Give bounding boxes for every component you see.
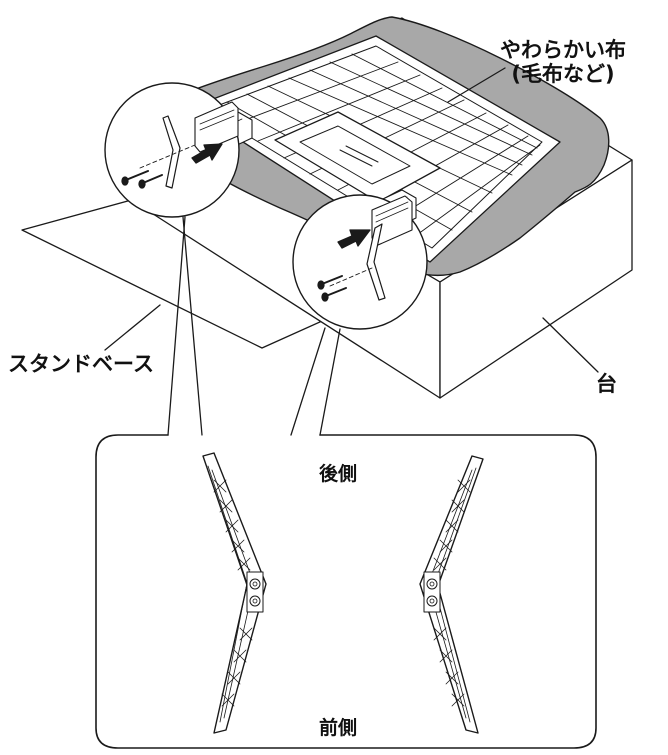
right-insert-arrow — [337, 229, 371, 249]
left-screw-1 — [121, 170, 149, 186]
table-leader — [542, 317, 599, 373]
front-side-label: 前側 — [318, 717, 357, 739]
table-label: 台 — [596, 372, 617, 396]
cloth-label-line2: (毛布など) — [511, 62, 615, 86]
right-circle-stand — [366, 223, 386, 301]
detail-box — [95, 434, 597, 749]
rear-side-label: 後側 — [318, 463, 357, 485]
magnify-connectors — [167, 216, 341, 436]
stand-base-leader — [104, 304, 161, 351]
left-stand-base-large — [202, 452, 267, 734]
tv-center-inset — [299, 125, 411, 185]
right-circle-mount — [371, 195, 413, 246]
right-stand-base-large — [419, 455, 484, 734]
left-detail-circle — [104, 82, 240, 218]
left-circle-stand — [162, 115, 181, 189]
stand-base-label: スタンドベース — [8, 352, 154, 376]
left-insert-arrow — [191, 143, 223, 164]
right-screw-2 — [321, 287, 347, 302]
cloth-leader — [447, 67, 506, 103]
left-circle-mount — [194, 101, 239, 153]
table-side-face — [439, 159, 633, 399]
right-screw-1 — [317, 275, 343, 290]
right-detail-circle — [292, 194, 428, 330]
cloth-label-line1: やわらかい布 — [500, 38, 626, 62]
left-screw-2 — [138, 174, 163, 189]
